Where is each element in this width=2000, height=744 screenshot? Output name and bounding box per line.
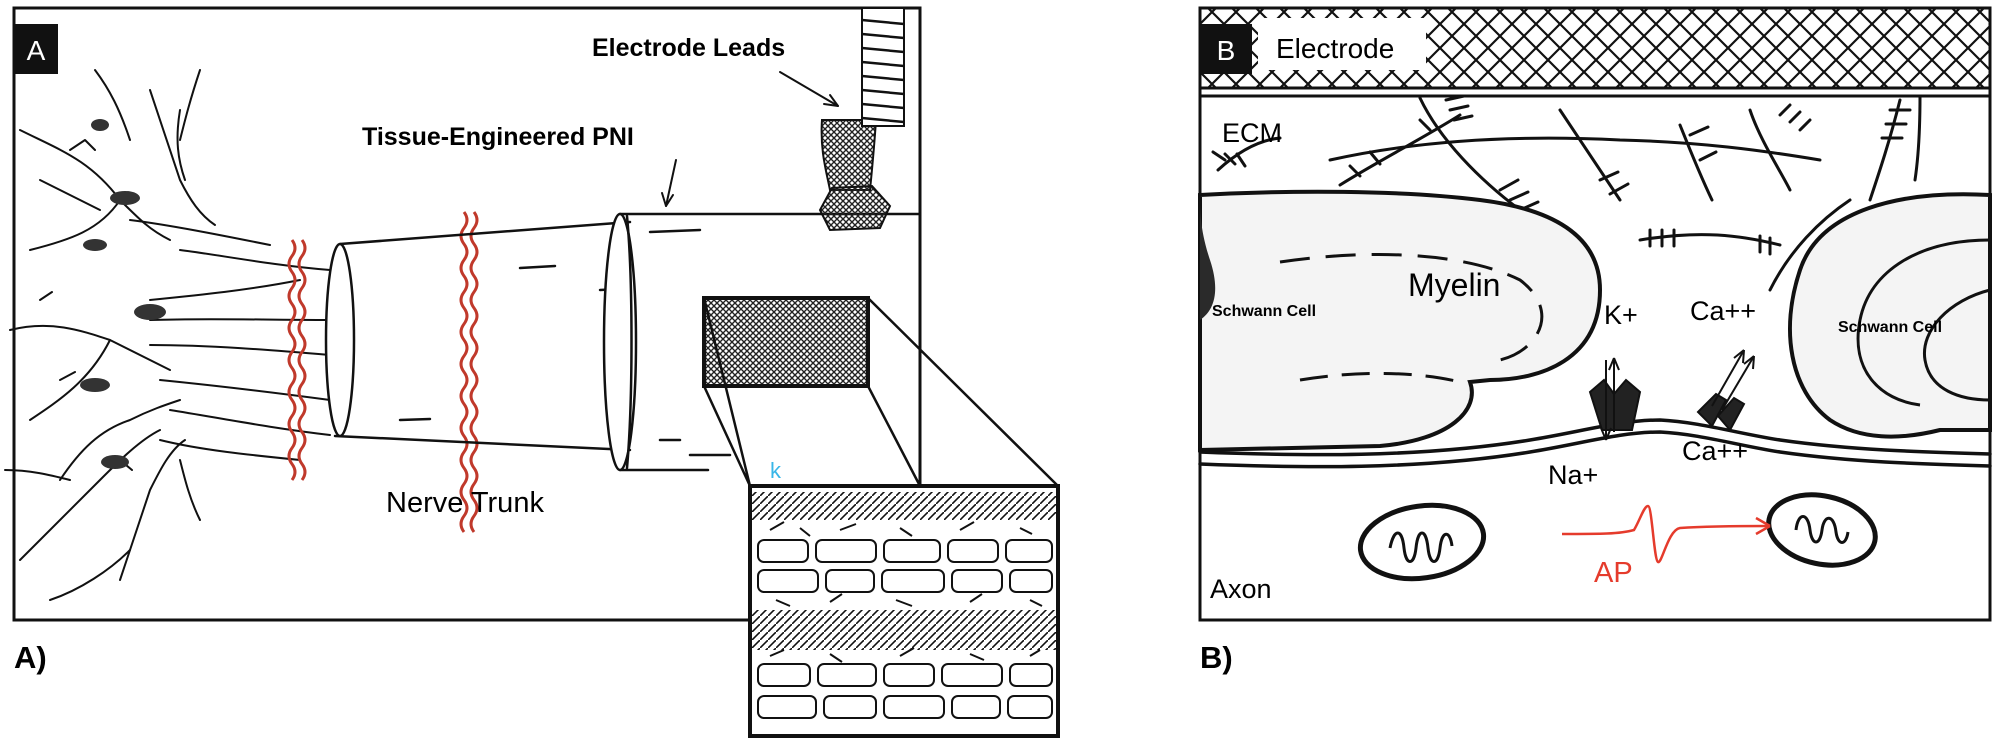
zoom-inset	[702, 296, 1060, 738]
mitochondrion-left	[1357, 502, 1487, 582]
label-schwann-cell-left: Schwann Cell	[1212, 303, 1316, 320]
label-tissue-engineered-pni: Tissue-Engineered PNI	[362, 123, 634, 151]
label-electrode-leads: Electrode Leads	[592, 34, 785, 62]
panel-a-badge-letter: A	[27, 35, 46, 66]
neuron-nuclei	[80, 119, 166, 469]
label-action-potential: AP	[1594, 557, 1633, 589]
panel-a-caption: A)	[14, 640, 47, 675]
electrode-leads	[818, 7, 905, 232]
nerve-trunk	[324, 220, 632, 452]
mitochondrion-right	[1766, 492, 1878, 568]
label-axon: Axon	[1210, 574, 1272, 604]
stray-cyan-mark: k	[770, 458, 782, 483]
label-sodium: Na+	[1548, 460, 1598, 490]
action-potential-arrow	[1561, 504, 1771, 564]
label-potassium: K+	[1604, 300, 1638, 330]
schwann-cell-left	[1198, 189, 1603, 453]
label-schwann-cell-right: Schwann Cell	[1838, 319, 1942, 336]
panel-b-caption: B)	[1200, 640, 1233, 675]
panel-b: B Electrode	[1198, 6, 1992, 675]
label-calcium-bottom: Ca++	[1682, 436, 1748, 466]
label-ecm: ECM	[1222, 118, 1282, 148]
panel-a-arrows	[661, 71, 839, 207]
label-calcium-top: Ca++	[1690, 296, 1756, 326]
pni-cylinder	[602, 212, 922, 472]
sodium-potassium-channel	[1588, 357, 1642, 441]
schwann-cell-right	[1788, 192, 1992, 439]
panel-a-badge	[14, 24, 58, 74]
label-electrode: Electrode	[1276, 33, 1394, 64]
panel-a: A	[4, 6, 1060, 738]
panel-b-badge	[1200, 24, 1252, 74]
neuron-cluster	[4, 69, 331, 601]
axon-membrane	[1198, 418, 1992, 469]
panel-b-badge-letter: B	[1217, 35, 1236, 66]
label-myelin: Myelin	[1408, 267, 1500, 303]
label-nerve-trunk: Nerve Trunk	[386, 487, 544, 519]
calcium-channel	[1696, 349, 1755, 432]
zoom-source-window	[702, 296, 870, 388]
red-fibers	[287, 211, 479, 533]
ecm-fibers	[1211, 94, 1922, 292]
